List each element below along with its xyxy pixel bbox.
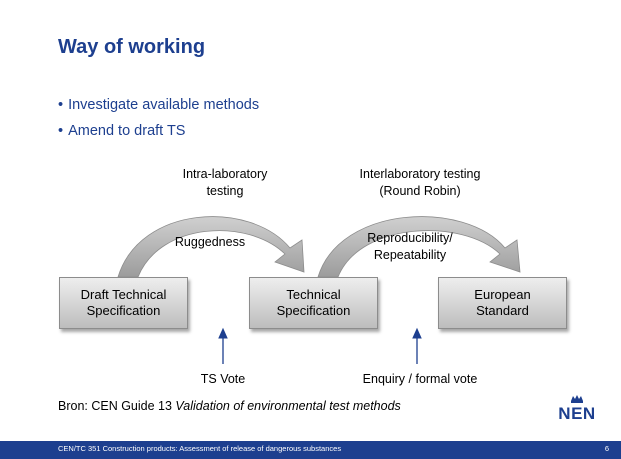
label-line: Reproducibility/ (367, 231, 453, 245)
up-arrow-ts-icon (218, 327, 228, 364)
bullet-text: Investigate available methods (68, 97, 260, 113)
label-line: Intra-laboratory (182, 167, 268, 181)
curved-arrow-right-icon (317, 216, 521, 278)
logo-text: NEN (558, 404, 596, 423)
box-line: Technical (286, 287, 341, 302)
label-line: (Round Robin) (379, 184, 461, 198)
page-number: 6 (604, 444, 609, 453)
footer-bar: CEN/TC 351 Construction products: Assess… (0, 441, 621, 459)
label-enquiry-formal-vote: Enquiry / formal vote (362, 372, 478, 386)
bullet-dot-icon: • (58, 97, 64, 113)
label-line: testing (206, 184, 244, 198)
source-citation: Bron: CEN Guide 13 Validation of environ… (58, 399, 401, 413)
box-line: Specification (276, 303, 351, 318)
curved-arrow-left-icon (117, 216, 305, 278)
box-line: Draft Technical (80, 287, 167, 302)
nen-logo: NEN (556, 394, 598, 424)
footer-text: CEN/TC 351 Construction products: Assess… (58, 444, 342, 453)
label-line: Interlaboratory testing (359, 167, 481, 181)
label-ts-vote: TS Vote (200, 372, 246, 386)
up-arrow-enquiry-icon (412, 327, 422, 364)
slide-title: Way of working (58, 36, 206, 58)
box-european-standard: European Standard (438, 277, 567, 329)
label-interlaboratory: Interlaboratory testing (Round Robin) (330, 166, 510, 200)
box-draft-technical-specification: Draft Technical Specification (59, 277, 188, 329)
bullet-dot-icon: • (58, 123, 64, 139)
bullet-text: Amend to draft TS (68, 123, 186, 139)
source-title: Validation of environmental test methods (175, 399, 401, 413)
box-line: European (474, 287, 531, 302)
box-line: Specification (86, 303, 161, 318)
label-ruggedness: Ruggedness (174, 235, 246, 249)
box-line: Standard (476, 303, 529, 318)
label-line: Repeatability (373, 248, 447, 262)
crown-icon (571, 395, 583, 403)
bullet-item: •Amend to draft TS (58, 123, 185, 139)
label-reproducibility: Reproducibility/ Repeatability (350, 230, 470, 264)
bullet-item: •Investigate available methods (58, 97, 259, 113)
label-intra-laboratory: Intra-laboratory testing (160, 166, 290, 200)
box-technical-specification: Technical Specification (249, 277, 378, 329)
source-prefix: Bron: CEN Guide 13 (58, 399, 176, 413)
